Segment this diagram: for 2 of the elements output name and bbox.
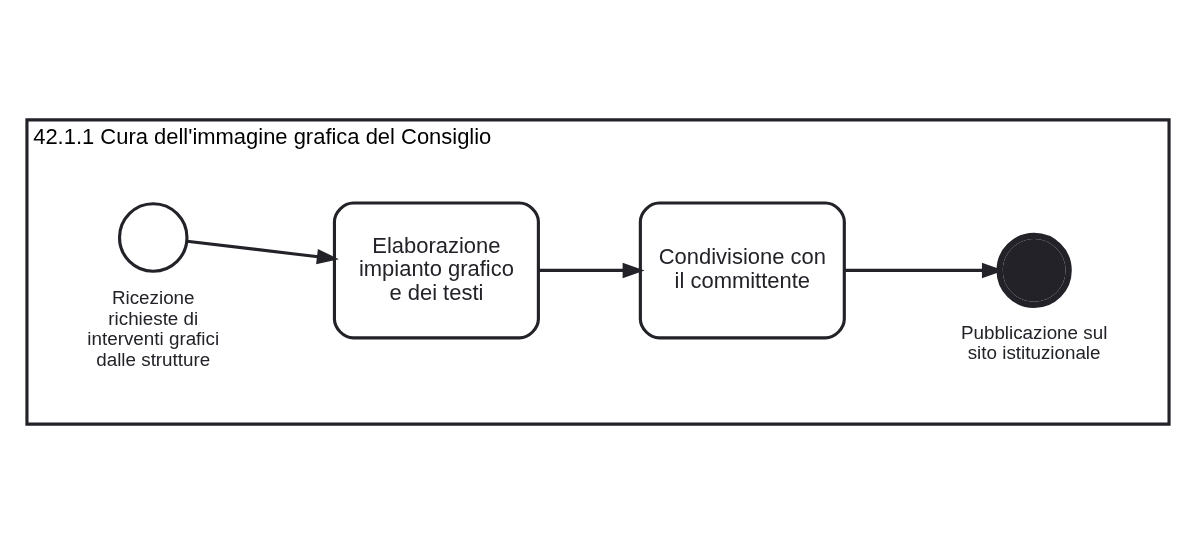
node-label: Pubblicazione sul sito istituzionale bbox=[960, 321, 1108, 364]
node-label: Ricezione richieste di interventi grafici dalle strutture bbox=[87, 287, 220, 370]
